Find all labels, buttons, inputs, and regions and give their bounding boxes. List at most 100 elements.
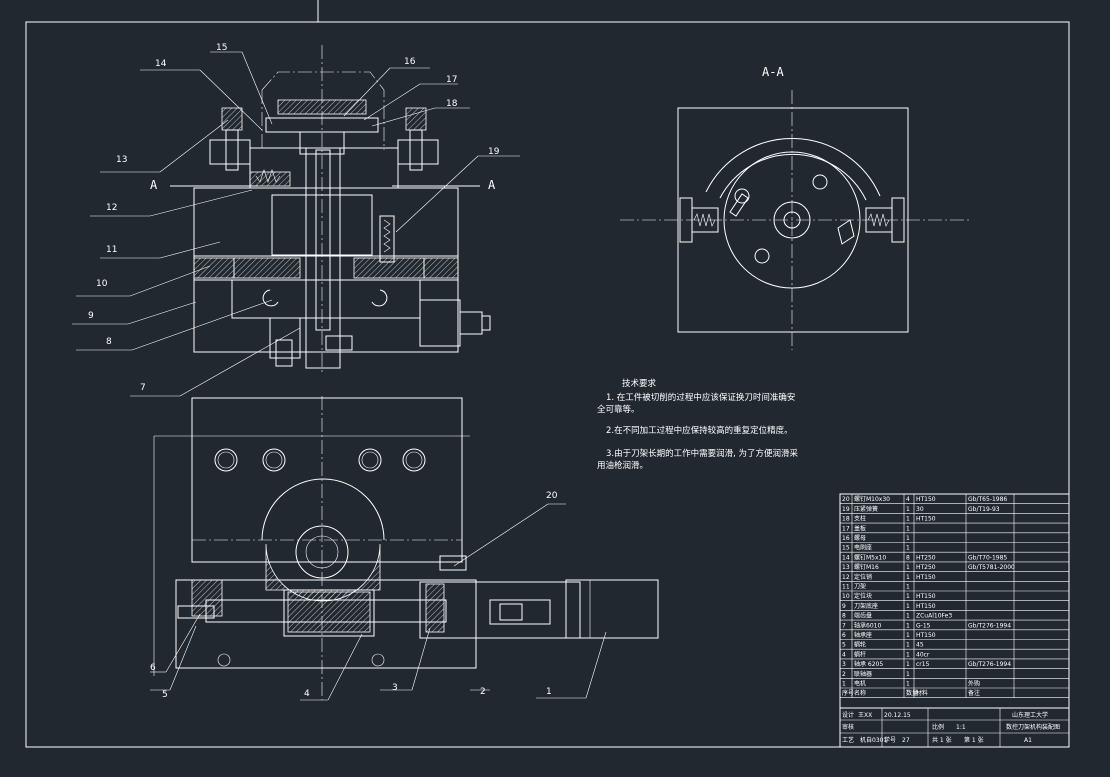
section-mark-left: A bbox=[150, 178, 158, 192]
callout-6: 6 bbox=[150, 663, 156, 673]
tb-check: 审核 bbox=[842, 723, 854, 731]
callout-1: 1 bbox=[546, 687, 552, 697]
front-leaders bbox=[72, 51, 520, 397]
bom-cell: 刀架底座 bbox=[854, 602, 878, 610]
bom-cell: 5 bbox=[842, 642, 846, 649]
bom-cell: 8 bbox=[842, 613, 846, 620]
bom-cell: Gb/T65-1986 bbox=[968, 496, 1007, 503]
tb-mark-label: 学号 bbox=[884, 736, 896, 744]
callout-16: 16 bbox=[404, 57, 416, 67]
bom-cell: HT150 bbox=[916, 496, 936, 503]
tech-heading: 技术要求 bbox=[622, 378, 657, 389]
tb-class: 机自0301 bbox=[860, 736, 887, 744]
bom-cell: 1 bbox=[906, 525, 910, 532]
bom-cell: 压紧弹簧 bbox=[854, 505, 878, 513]
bom-cell: 蜗轮 bbox=[854, 641, 866, 649]
bom-cell: HT150 bbox=[916, 516, 936, 523]
bom-cell: HT150 bbox=[916, 603, 936, 610]
callout-12: 12 bbox=[106, 203, 117, 213]
section-mark-right: A bbox=[488, 178, 496, 192]
bom-cell: 1 bbox=[906, 613, 910, 620]
title-block: 设计 审核 工艺 王XX 20.12.15 机自0301 学号 27 比例 1:… bbox=[840, 707, 1069, 747]
section-title: A-A bbox=[762, 65, 784, 79]
tb-design: 设计 bbox=[842, 711, 854, 719]
bom-cell: 螺钉M16 bbox=[854, 563, 879, 571]
bom-cell: 3 bbox=[842, 661, 846, 668]
tb-sheet-label: 共 1 张 bbox=[932, 736, 952, 744]
bom-cell: 轴承 6205 bbox=[854, 660, 883, 668]
bom-cell: 4 bbox=[842, 651, 846, 658]
bom-cell: 1 bbox=[906, 661, 910, 668]
callout-17: 17 bbox=[446, 75, 457, 85]
bom-cell: 1 bbox=[906, 681, 910, 688]
tb-sheet: 第 1 张 bbox=[964, 736, 984, 744]
callout-9: 9 bbox=[88, 311, 94, 321]
technical-requirements: 技术要求 1. 在工件被切削的过程中应该保证换刀时间准确安 全可靠等。 2.在不… bbox=[597, 378, 799, 471]
callout-13: 13 bbox=[116, 155, 127, 165]
bom-cell: HT150 bbox=[916, 574, 936, 581]
bom-cell: 联轴器 bbox=[854, 670, 872, 678]
bom-header-cell: 备注 bbox=[968, 689, 980, 697]
bom-cell: 8 bbox=[906, 554, 910, 561]
bom-cell: 6 bbox=[842, 632, 846, 639]
tb-size: A1 bbox=[1024, 737, 1032, 744]
callout-18: 18 bbox=[446, 99, 458, 109]
tb-date: 20.12.15 bbox=[884, 712, 911, 719]
tech-line-2: 2.在不同加工过程中应保持较高的重复定位精度。 bbox=[606, 425, 793, 436]
bom-cell: 9 bbox=[842, 603, 846, 610]
bom-cell: 定位销 bbox=[854, 573, 872, 581]
drawing-border bbox=[25, 21, 1070, 748]
bom-cell: 30 bbox=[916, 506, 924, 513]
bom-cell: 17 bbox=[842, 525, 850, 532]
callout-3: 3 bbox=[392, 683, 398, 693]
tb-designer: 王XX bbox=[858, 712, 872, 719]
bom-cell: 40cr bbox=[916, 651, 930, 658]
bom-cell: 15 bbox=[842, 545, 850, 552]
bom-cell: 1 bbox=[906, 584, 910, 591]
bom-cell: 1 bbox=[906, 545, 910, 552]
bom-cell: 1 bbox=[906, 622, 910, 629]
bom-cell: 1 bbox=[906, 603, 910, 610]
bom-cell: 螺母 bbox=[854, 534, 866, 542]
bom-cell: 螺钉M10x30 bbox=[854, 495, 890, 503]
bom-cell: 1 bbox=[906, 506, 910, 513]
top-view bbox=[153, 396, 659, 700]
bom-header-cell: 材料 bbox=[916, 689, 928, 697]
callout-2: 2 bbox=[480, 687, 486, 697]
bom-cell: 19 bbox=[842, 506, 850, 513]
bom-cell: 盖板 bbox=[854, 524, 866, 532]
bom-cell: 20 bbox=[842, 496, 850, 503]
callout-7: 7 bbox=[140, 383, 146, 393]
bom-cell: 1 bbox=[906, 651, 910, 658]
bom-cell: 1 bbox=[842, 681, 846, 688]
bom-cell: 端齿盘 bbox=[854, 612, 872, 620]
bom-cell: 轴承座 bbox=[854, 631, 872, 639]
bom-cell: ZCuAl10Fe3 bbox=[916, 613, 952, 620]
bom-cell: 外购 bbox=[968, 680, 980, 688]
bom-cell: 螺钉M5x10 bbox=[854, 553, 886, 561]
tech-line-3b: 用油枪润滑。 bbox=[597, 460, 648, 471]
bom-cell: 1 bbox=[906, 535, 910, 542]
bom-cell: Gb/T70-1985 bbox=[968, 554, 1007, 561]
bom-cell: 支柱 bbox=[854, 515, 866, 523]
bom-header-cell: 数量 bbox=[906, 689, 918, 697]
bom-cell: Gb/T276-1994 bbox=[968, 661, 1011, 668]
callout-19: 19 bbox=[488, 147, 500, 157]
bom-cell: 1 bbox=[906, 593, 910, 600]
bom-cell: 16 bbox=[842, 535, 850, 542]
callout-15: 15 bbox=[216, 43, 227, 53]
aa-section-view bbox=[620, 90, 970, 350]
tech-line-3: 3.由于刀架长期的工作中需要润滑, 为了方便润滑采 bbox=[606, 448, 799, 459]
bom-cell: 2 bbox=[842, 671, 846, 678]
bom-cell: HT150 bbox=[916, 632, 936, 639]
top-leaders bbox=[150, 503, 607, 701]
bom-cell: 电刷座 bbox=[854, 544, 872, 552]
tech-line-1: 1. 在工件被切削的过程中应该保证换刀时间准确安 bbox=[606, 392, 795, 403]
bom-cell: Gb/T19-93 bbox=[968, 506, 1000, 513]
callout-14: 14 bbox=[155, 59, 167, 69]
bom-cell: 1 bbox=[906, 574, 910, 581]
bom-cell: G-15 bbox=[916, 622, 931, 629]
bom-cell: Gb/T276-1994 bbox=[968, 622, 1011, 629]
bom-cell: 11 bbox=[842, 584, 850, 591]
